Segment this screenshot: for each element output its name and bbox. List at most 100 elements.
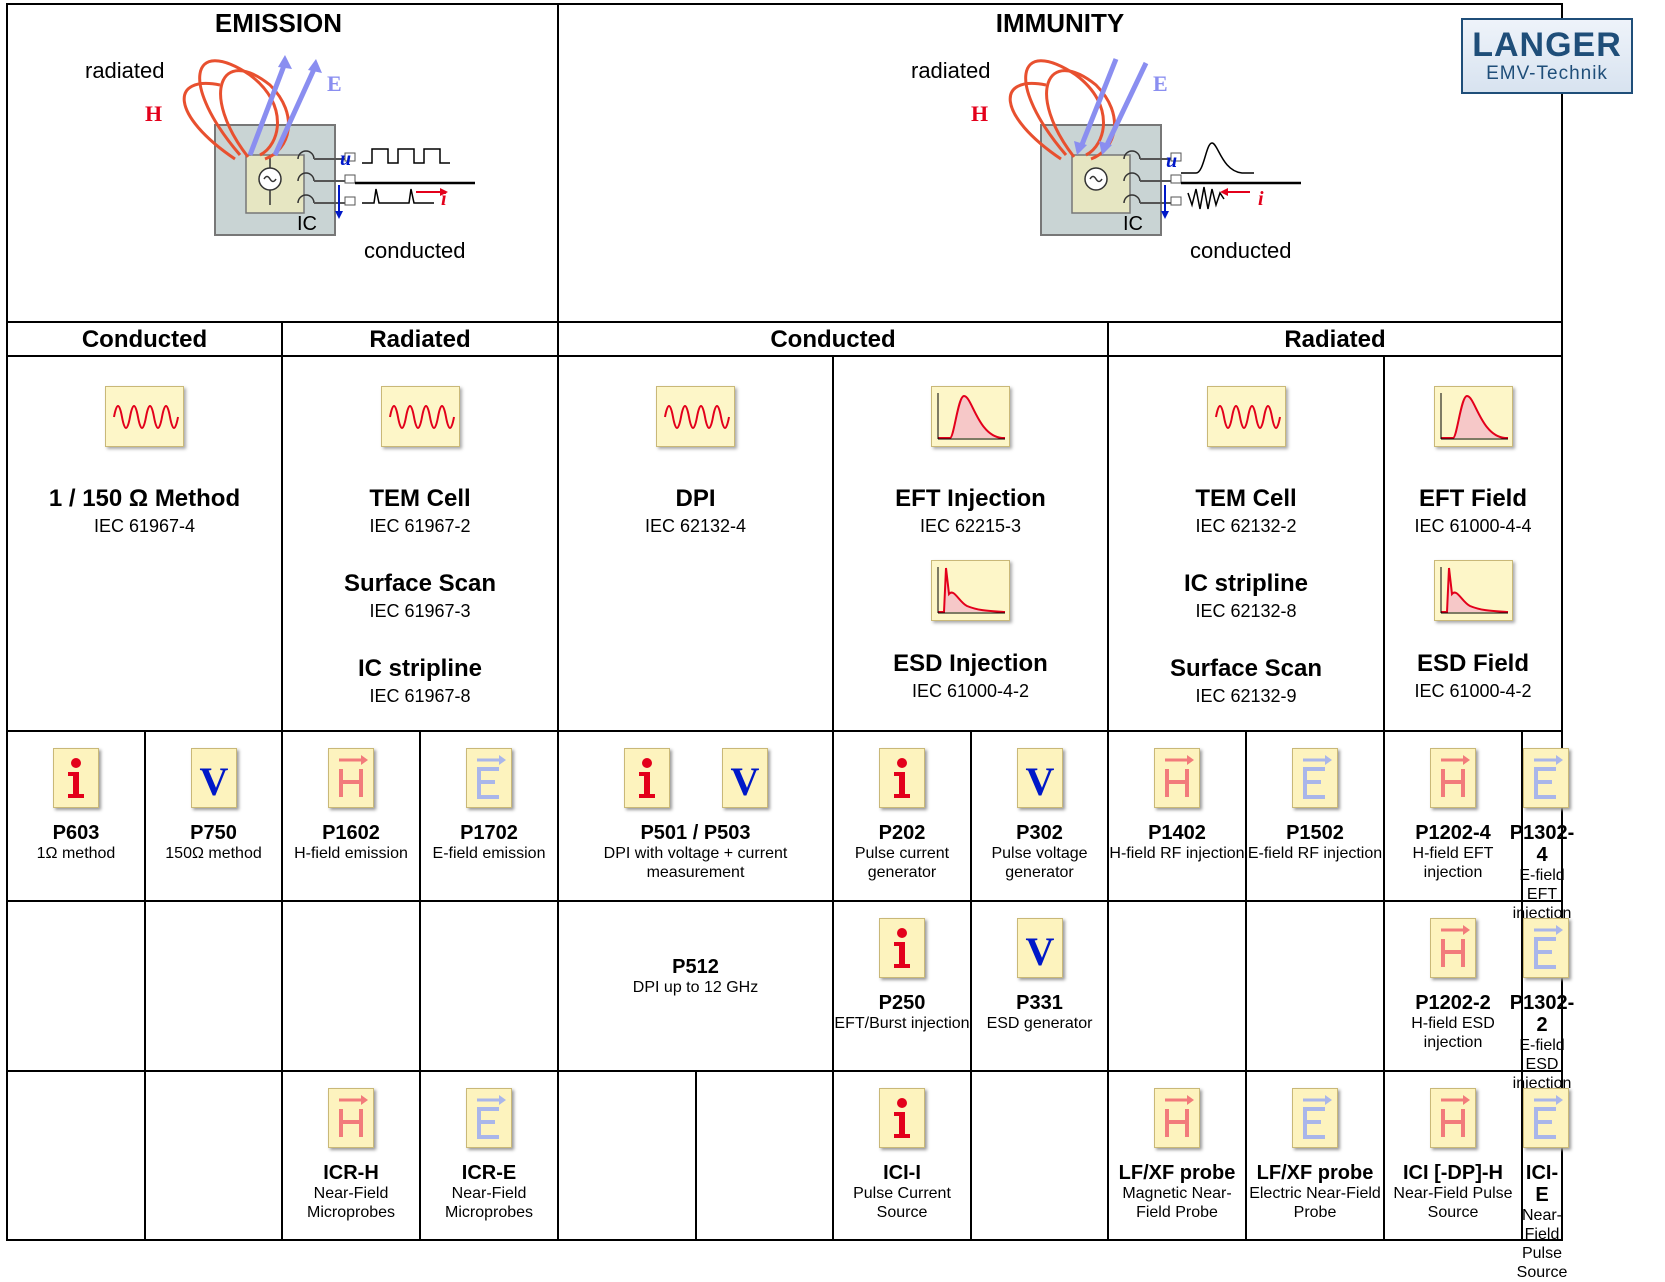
- method-cell: TEM Cell IEC 61967-2 Surface Scan IEC 61…: [283, 386, 557, 734]
- probe-name: LF/XF probe: [1118, 1162, 1236, 1184]
- radiated-label: radiated: [85, 58, 165, 83]
- ic-label: IC: [1123, 213, 1143, 235]
- grid-line: [7, 3, 1563, 5]
- probe-description: 150Ω method: [165, 845, 262, 862]
- svg-text:V: V: [1025, 929, 1054, 974]
- e-field-probe-icon: [466, 748, 512, 808]
- e-field-label: E: [1153, 71, 1168, 96]
- probe-name: P331: [1016, 992, 1063, 1014]
- probe-description: Near-Field Microprobes: [444, 1185, 534, 1221]
- grid-line: [419, 730, 421, 1241]
- probe-description: Pulse voltage generator: [991, 845, 1088, 881]
- probe-name: P1602: [322, 822, 380, 844]
- grid-line: [7, 1239, 1563, 1241]
- probe-name: P250: [878, 992, 926, 1014]
- probe-description: H-field EFT injection: [1412, 845, 1494, 881]
- i-label: i: [1258, 188, 1264, 210]
- immunity-title: IMMUNITY: [995, 8, 1125, 38]
- grid-line: [7, 321, 1563, 323]
- emission-title: EMISSION: [214, 8, 343, 38]
- grid-line: [557, 3, 559, 1241]
- probe-name: P1302-4: [1509, 822, 1575, 866]
- pulse-icon: [931, 560, 1010, 621]
- grid-line: [1245, 730, 1247, 1241]
- method-standard: IEC 62215-3: [919, 516, 1022, 536]
- probe-description: DPI up to 12 GHz: [632, 979, 759, 996]
- immunity-ic-illustration: IC H E u i: [971, 58, 1301, 236]
- probe-description: H-field ESD injection: [1411, 1015, 1495, 1051]
- probe-description: H-field emission: [294, 845, 408, 862]
- grid-line: [7, 1070, 1563, 1072]
- method-cell: TEM Cell IEC 62132-2 IC stripline IEC 62…: [1109, 386, 1383, 734]
- h-field-probe-icon: [1154, 748, 1200, 808]
- svg-text:V: V: [199, 759, 228, 804]
- h-field-probe-icon: [328, 748, 374, 808]
- current-probe-icon: [623, 748, 670, 808]
- grid-line: [695, 1070, 697, 1241]
- probe-description: Electric Near-Field Probe: [1249, 1185, 1381, 1221]
- method-title: ESD Injection: [893, 650, 1048, 677]
- probe-name: P302: [1016, 822, 1063, 844]
- method-cell: EFT Field IEC 61000-4-4 ESD Field IEC 61…: [1385, 386, 1561, 729]
- method-standard: IEC 61967-4: [93, 516, 196, 536]
- probe-description: Near-Field Pulse Source: [1393, 1185, 1513, 1221]
- method-standard: IEC 62132-4: [644, 516, 747, 536]
- method-title: EFT Injection: [895, 485, 1046, 512]
- probe-description: DPI with voltage + current measurement: [603, 845, 788, 881]
- grid-line: [1521, 730, 1523, 1241]
- probe-description: E-field emission: [432, 845, 546, 862]
- method-standard: IEC 61967-2: [369, 516, 471, 536]
- grid-line: [6, 3, 8, 1241]
- method-title: IC stripline: [1183, 570, 1309, 597]
- method-standard: IEC 61967-3: [369, 601, 471, 621]
- probe-name: P1402: [1148, 822, 1206, 844]
- method-title: EFT Field: [1419, 485, 1527, 512]
- probe-description: E-field RF injection: [1247, 845, 1383, 862]
- method-standard: IEC 62132-2: [1195, 516, 1297, 536]
- method-title: TEM Cell: [369, 485, 471, 512]
- method-title: 1 / 150 Ω Method: [48, 485, 241, 512]
- e-field-label: E: [327, 71, 342, 96]
- conducted-label: conducted: [1190, 238, 1292, 263]
- probe-name: P1202-4: [1415, 822, 1491, 844]
- e-field-probe-icon: [1523, 918, 1569, 978]
- probe-name: P750: [190, 822, 237, 844]
- probe-name: P1202-2: [1415, 992, 1491, 1014]
- probe-description: Pulse Current Source: [853, 1185, 951, 1221]
- probe-description: H-field RF injection: [1109, 845, 1245, 862]
- grid-line: [144, 730, 146, 1241]
- probe-description: Magnetic Near-Field Probe: [1122, 1185, 1232, 1221]
- probe-name: ICR-H: [323, 1162, 379, 1184]
- emc-overview-diagram: EMISSION radiated conducted IC H E u: [6, 3, 1633, 1281]
- grid-line: [7, 900, 1563, 902]
- e-field-probe-icon: [1523, 748, 1569, 808]
- method-title: IC stripline: [357, 655, 483, 682]
- probe-description: E-field ESD injection: [1512, 1037, 1572, 1092]
- h-field-label: H: [145, 101, 162, 126]
- method-cell: EFT Injection IEC 62215-3 ESD Injection …: [834, 386, 1107, 729]
- u-label: u: [1166, 150, 1177, 172]
- pulse-icon: [1433, 560, 1513, 621]
- probe-description: ESD generator: [986, 1015, 1093, 1032]
- current-probe-icon: [879, 748, 925, 808]
- probe-description: E-field EFT injection: [1512, 867, 1572, 922]
- header-emission-radiated: Radiated: [369, 326, 471, 353]
- probe-name: ICR-E: [461, 1162, 517, 1184]
- ic-label: IC: [297, 213, 317, 235]
- e-field-probe-icon: [1523, 1088, 1569, 1148]
- sine-wave-icon: [656, 386, 735, 447]
- langer-logo: LANGER EMV-Technik: [1461, 18, 1633, 94]
- e-field-probe-icon: [1292, 1088, 1338, 1148]
- probe-description: EFT/Burst injection: [834, 1015, 970, 1032]
- probe-name: P603: [52, 822, 100, 844]
- voltage-probe-icon: V: [721, 748, 768, 808]
